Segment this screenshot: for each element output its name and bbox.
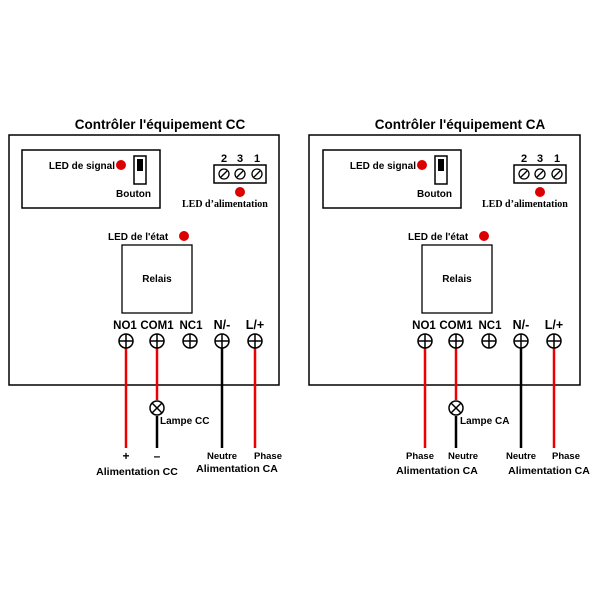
led-signal-indicator <box>116 160 126 170</box>
pin-screw <box>518 168 530 180</box>
pin-screw <box>234 168 246 180</box>
lamp-icon <box>149 400 165 416</box>
button-label: Bouton <box>417 189 452 200</box>
terminal-screw <box>149 333 165 349</box>
pin-number: 2 <box>521 153 527 165</box>
button-knob <box>438 159 444 171</box>
terminal-screw <box>481 333 497 349</box>
pin-number: 2 <box>221 153 227 165</box>
wire-label-neutre: Neutre <box>506 451 536 462</box>
wire-label-neutre-left: Neutre <box>448 451 478 462</box>
relay-box <box>121 244 193 314</box>
wire-label-phase-left: Phase <box>406 451 434 462</box>
led-power-indicator <box>535 187 545 197</box>
terminal-screw <box>448 333 464 349</box>
pin-number: 1 <box>554 153 560 165</box>
led-power-label: LED d’alimentation <box>482 199 568 210</box>
led-signal-indicator <box>417 160 427 170</box>
panel-title: Contrôler l'équipement CC <box>75 117 246 132</box>
controller-board <box>8 134 280 386</box>
terminal-label: L/+ <box>246 318 264 332</box>
wire-label-neutre: Neutre <box>207 451 237 462</box>
terminal-screw <box>214 333 230 349</box>
led-state-indicator <box>479 231 489 241</box>
wire-label-plus: + <box>122 449 129 463</box>
terminal-label: NO1 <box>113 320 137 332</box>
panel-cc: Contrôler l'équipement CC LED de signal … <box>8 117 282 478</box>
terminal-label: NC1 <box>478 320 502 332</box>
supply-right-label: Alimentation CA <box>508 465 590 477</box>
panel-ca: Contrôler l'équipement CA LED de signal … <box>308 117 590 477</box>
wire-label-phase: Phase <box>254 451 282 462</box>
lamp-label: Lampe CC <box>160 416 209 427</box>
button-knob <box>137 159 143 171</box>
led-power-label: LED d’alimentation <box>182 199 268 210</box>
supply-left-label: Alimentation CC <box>96 466 178 478</box>
panel-title: Contrôler l'équipement CA <box>375 117 546 132</box>
controller-board <box>308 134 581 386</box>
relay-label: Relais <box>442 274 472 285</box>
led-signal-label: LED de signal <box>350 161 416 172</box>
terminal-label: N/- <box>214 318 231 332</box>
pin-number: 3 <box>237 153 243 165</box>
terminal-screw <box>182 333 198 349</box>
terminal-screw <box>118 333 134 349</box>
lamp-label: Lampe CA <box>460 416 509 427</box>
pin-screw <box>534 168 546 180</box>
terminal-label: L/+ <box>545 318 563 332</box>
terminal-screw <box>417 333 433 349</box>
receiver-module <box>21 149 161 209</box>
terminal-label: COM1 <box>439 320 473 332</box>
led-signal-label: LED de signal <box>49 161 115 172</box>
relay-label: Relais <box>142 274 172 285</box>
led-state-indicator <box>179 231 189 241</box>
supply-left-label: Alimentation CA <box>396 465 478 477</box>
terminal-label: NO1 <box>412 320 436 332</box>
button-label: Bouton <box>116 189 151 200</box>
wire-label-phase: Phase <box>552 451 580 462</box>
pin-number: 3 <box>537 153 543 165</box>
led-state-label: LED de l'état <box>408 232 469 243</box>
terminal-label: COM1 <box>140 320 174 332</box>
terminal-label: N/- <box>513 318 530 332</box>
pin-screw <box>551 168 563 180</box>
led-power-indicator <box>235 187 245 197</box>
terminal-label: NC1 <box>179 320 203 332</box>
terminal-screw <box>546 333 562 349</box>
pin-screw <box>251 168 263 180</box>
terminal-screw <box>247 333 263 349</box>
lamp-icon <box>448 400 464 416</box>
pin-screw <box>218 168 230 180</box>
pin-number: 1 <box>254 153 260 165</box>
relay-box <box>421 244 493 314</box>
supply-right-label: Alimentation CA <box>196 463 278 475</box>
led-state-label: LED de l'état <box>108 232 169 243</box>
wire-label-minus: – <box>154 449 161 463</box>
terminal-screw <box>513 333 529 349</box>
receiver-module <box>322 149 462 209</box>
